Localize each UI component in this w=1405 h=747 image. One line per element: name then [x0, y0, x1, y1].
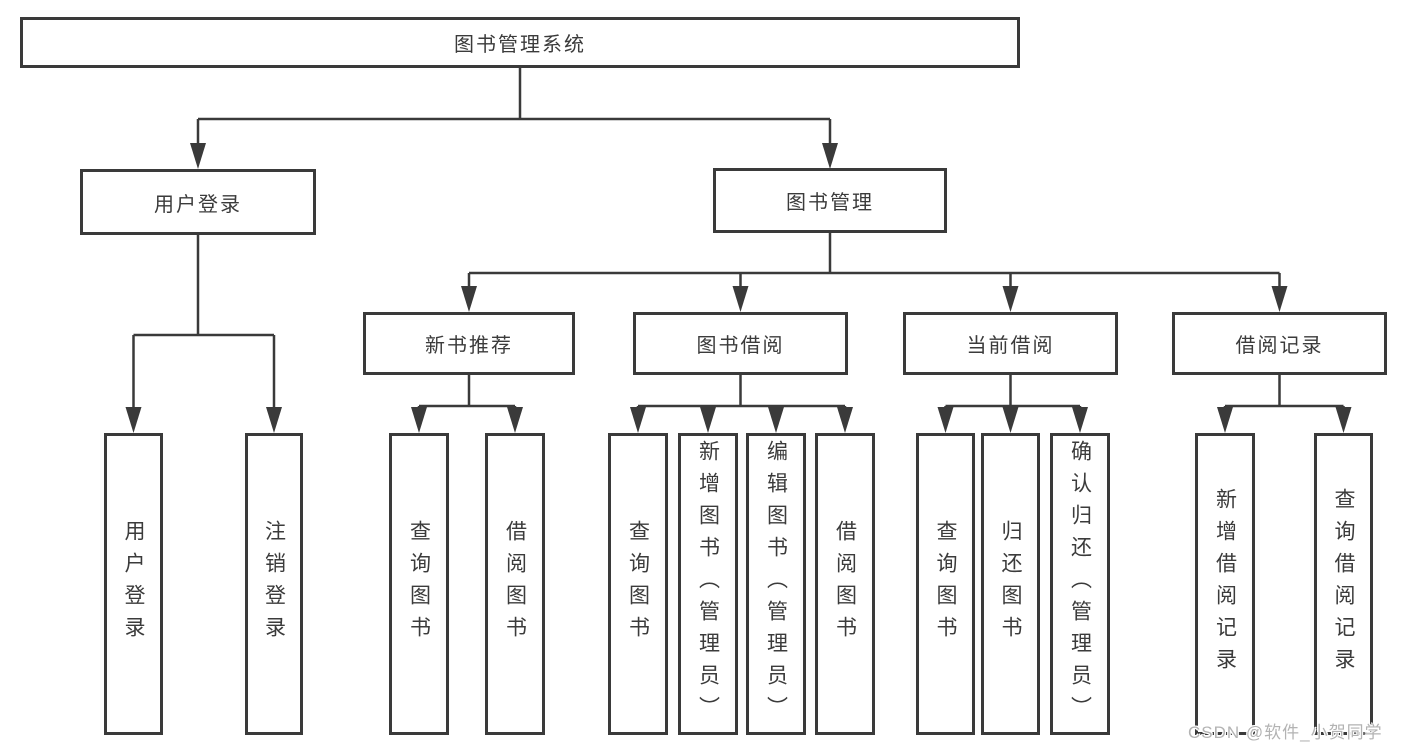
node-label: 当前借阅: [966, 335, 1055, 357]
leaf-add-book-admin: 新增图书（管理员）: [678, 433, 738, 735]
node-label: 用户登录: [154, 193, 242, 216]
leaf-label: 新增借阅记录: [1213, 488, 1237, 680]
node-current-borrow: 当前借阅: [903, 312, 1118, 375]
node-user-login: 用户登录: [80, 169, 316, 235]
node-book-borrow: 图书借阅: [633, 312, 848, 375]
leaf-edit-book-admin: 编辑图书（管理员）: [746, 433, 806, 735]
leaf-user-login: 用户登录: [104, 433, 163, 735]
leaf-borrow-books: 借阅图书: [815, 433, 875, 735]
leaf-label: 用户登录: [122, 520, 145, 648]
leaf-return-book: 归还图书: [981, 433, 1040, 735]
node-label: 图书借阅: [696, 335, 785, 357]
leaf-label: 借阅图书: [503, 520, 527, 648]
leaf-label: 借阅图书: [833, 520, 857, 648]
leaf-label: 归还图书: [999, 520, 1022, 648]
node-book-management: 图书管理: [713, 168, 947, 233]
csdn-watermark: CSDN @软件_小贺同学: [1188, 723, 1383, 742]
node-label: 图书管理系统: [454, 34, 586, 56]
node-label: 图书管理: [786, 192, 874, 214]
node-label: 新书推荐: [425, 335, 513, 357]
node-borrow-records: 借阅记录: [1172, 312, 1387, 375]
leaf-query-books-borrow: 查询图书: [608, 433, 668, 735]
leaf-borrow-books-recommend: 借阅图书: [485, 433, 545, 735]
leaf-query-books-recommend: 查询图书: [389, 433, 449, 735]
leaf-label: 查询图书: [934, 520, 957, 648]
leaf-add-borrow-record: 新增借阅记录: [1195, 433, 1255, 735]
leaf-label: 查询图书: [407, 520, 431, 648]
node-new-book-recommend: 新书推荐: [363, 312, 575, 375]
leaf-label: 确认归还（管理员）: [1068, 440, 1092, 728]
leaf-label: 新增图书（管理员）: [696, 440, 720, 728]
node-label: 借阅记录: [1235, 335, 1324, 357]
leaf-confirm-return-admin: 确认归还（管理员）: [1050, 433, 1110, 735]
leaf-label: 注销登录: [262, 520, 286, 648]
leaf-query-borrow-record: 查询借阅记录: [1314, 433, 1373, 735]
leaf-label: 查询图书: [626, 520, 650, 648]
arrowheads: [125, 143, 1352, 433]
node-library-management-system: 图书管理系统: [20, 17, 1020, 68]
leaf-query-books-current: 查询图书: [916, 433, 975, 735]
leaf-label: 查询借阅记录: [1332, 488, 1355, 680]
leaf-label: 编辑图书（管理员）: [764, 440, 788, 728]
leaf-logout: 注销登录: [245, 433, 303, 735]
